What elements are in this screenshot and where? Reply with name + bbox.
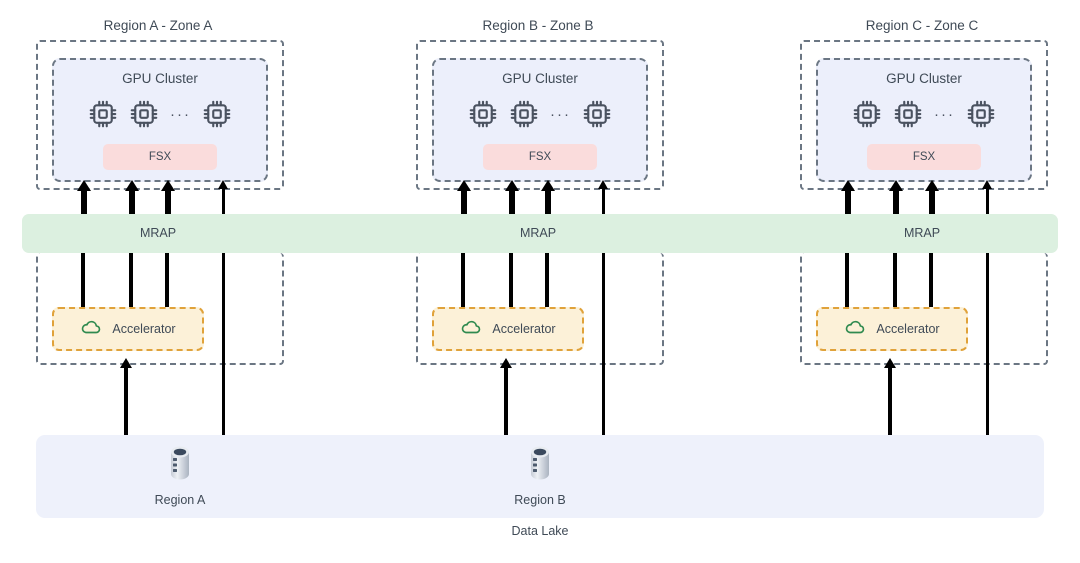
region-a-gpu-cluster: GPU Cluster <box>52 58 268 182</box>
region-a-arrowhead-2 <box>125 180 139 191</box>
region-a-bypass-arrowhead <box>218 180 228 189</box>
region-c-title: Region C - Zone C <box>865 18 979 33</box>
region-b-mrap-label: MRAP <box>519 226 557 240</box>
region-c-arrow-up-1 <box>845 186 851 214</box>
region-a-fsx-label: FSX <box>148 151 172 163</box>
cpu-chip-icon <box>509 99 539 134</box>
region-c-boundary <box>800 40 1048 190</box>
region-c-fsx-label: FSX <box>912 151 936 163</box>
region-b-chip-row: ··· <box>434 98 646 134</box>
cpu-chip-icon <box>893 99 923 134</box>
data-lake-node-region-b-label: Region B <box>514 493 566 507</box>
region-c-lake-arrowhead <box>884 358 896 368</box>
cpu-chip-icon <box>129 99 159 134</box>
region-c-fsx: FSX <box>867 144 981 170</box>
data-lake-caption: Data Lake <box>511 524 569 538</box>
region-b-arrowhead-2 <box>505 180 519 191</box>
region-a-boundary <box>36 40 284 190</box>
cpu-chip-icon <box>852 99 882 134</box>
region-b-accel-link-3 <box>545 253 549 307</box>
region-a-bypass-link <box>222 253 225 435</box>
region-c-bypass-link <box>986 253 989 435</box>
region-a-title: Region A - Zone A <box>103 18 213 33</box>
region-a-accel-link-1 <box>81 253 85 307</box>
region-a-boundary-lower <box>36 253 284 365</box>
region-b-arrow-up-3 <box>545 186 551 214</box>
region-c-boundary-lower <box>800 253 1048 365</box>
region-b-gpu-cluster-label: GPU Cluster <box>502 71 578 86</box>
region-c-accel-link-3 <box>929 253 933 307</box>
cpu-chip-icon <box>468 99 498 134</box>
region-b-lake-link <box>504 365 508 435</box>
cpu-chip-icon <box>582 99 612 134</box>
region-c-chip-ellipsis: ··· <box>934 105 955 123</box>
region-b-bypass-arrowhead <box>598 180 608 189</box>
region-a-accelerator-label: Accelerator <box>112 322 176 336</box>
region-c-arrowhead-2 <box>889 180 903 191</box>
region-a-fsx: FSX <box>103 144 217 170</box>
region-b-boundary <box>416 40 664 190</box>
region-b-bypass-link <box>602 253 605 435</box>
region-c-accelerator-label: Accelerator <box>876 322 940 336</box>
region-c-arrow-up-2 <box>893 186 899 214</box>
region-b-accelerator-label: Accelerator <box>492 322 556 336</box>
region-b-accel-link-1 <box>461 253 465 307</box>
region-a-chip-row: ··· <box>54 98 266 134</box>
region-c-gpu-cluster-label: GPU Cluster <box>886 71 962 86</box>
region-b-arrow-up-2 <box>509 186 515 214</box>
region-b-arrowhead-1 <box>457 180 471 191</box>
region-a-accelerator: Accelerator <box>52 307 204 351</box>
region-c-bypass-arrow-up <box>986 186 989 214</box>
region-b-arrow-up-1 <box>461 186 467 214</box>
region-b-bypass-arrow-up <box>602 186 605 214</box>
region-b-boundary-lower <box>416 253 664 365</box>
region-a-bypass-arrow-up <box>222 186 225 214</box>
region-c-gpu-cluster: GPU Cluster <box>816 58 1032 182</box>
cloud-icon <box>80 316 102 343</box>
data-lake-node-region-a-label: Region A <box>154 493 206 507</box>
cpu-chip-icon <box>966 99 996 134</box>
region-c-arrow-up-3 <box>929 186 935 214</box>
region-b-gpu-cluster: GPU Cluster <box>432 58 648 182</box>
region-b-title: Region B - Zone B <box>482 18 594 33</box>
region-c-arrowhead-1 <box>841 180 855 191</box>
database-cylinder-icon <box>163 446 197 488</box>
region-c-accel-link-2 <box>893 253 897 307</box>
region-c-accel-link-1 <box>845 253 849 307</box>
region-c-mrap-label: MRAP <box>903 226 941 240</box>
cpu-chip-icon <box>88 99 118 134</box>
region-a-arrow-up-3 <box>165 186 171 214</box>
region-a-arrow-up-1 <box>81 186 87 214</box>
region-b-lake-arrowhead <box>500 358 512 368</box>
region-b-arrowhead-3 <box>541 180 555 191</box>
region-a-chip-ellipsis: ··· <box>170 105 191 123</box>
region-c-lake-link <box>888 365 892 435</box>
database-cylinder-icon <box>523 446 557 488</box>
data-lake-node-region-a: Region A <box>120 444 240 507</box>
region-a-gpu-cluster-label: GPU Cluster <box>122 71 198 86</box>
cloud-icon <box>460 316 482 343</box>
cpu-chip-icon <box>202 99 232 134</box>
region-a-accel-link-3 <box>165 253 169 307</box>
region-b-chip-ellipsis: ··· <box>550 105 571 123</box>
data-lake-node-region-b: Region B <box>480 444 600 507</box>
region-b-accel-link-2 <box>509 253 513 307</box>
region-c-arrowhead-3 <box>925 180 939 191</box>
region-a-accel-link-2 <box>129 253 133 307</box>
region-a-lake-arrowhead <box>120 358 132 368</box>
region-a-arrowhead-1 <box>77 180 91 191</box>
region-c-accelerator: Accelerator <box>816 307 968 351</box>
region-c-bypass-arrowhead <box>982 180 992 189</box>
region-b-accelerator: Accelerator <box>432 307 584 351</box>
region-c-chip-row: ··· <box>818 98 1030 134</box>
region-b-fsx: FSX <box>483 144 597 170</box>
region-a-lake-link <box>124 365 128 435</box>
region-a-arrowhead-3 <box>161 180 175 191</box>
mrap-band <box>22 214 1058 253</box>
region-b-fsx-label: FSX <box>528 151 552 163</box>
region-a-mrap-label: MRAP <box>139 226 177 240</box>
region-a-arrow-up-2 <box>129 186 135 214</box>
cloud-icon <box>844 316 866 343</box>
